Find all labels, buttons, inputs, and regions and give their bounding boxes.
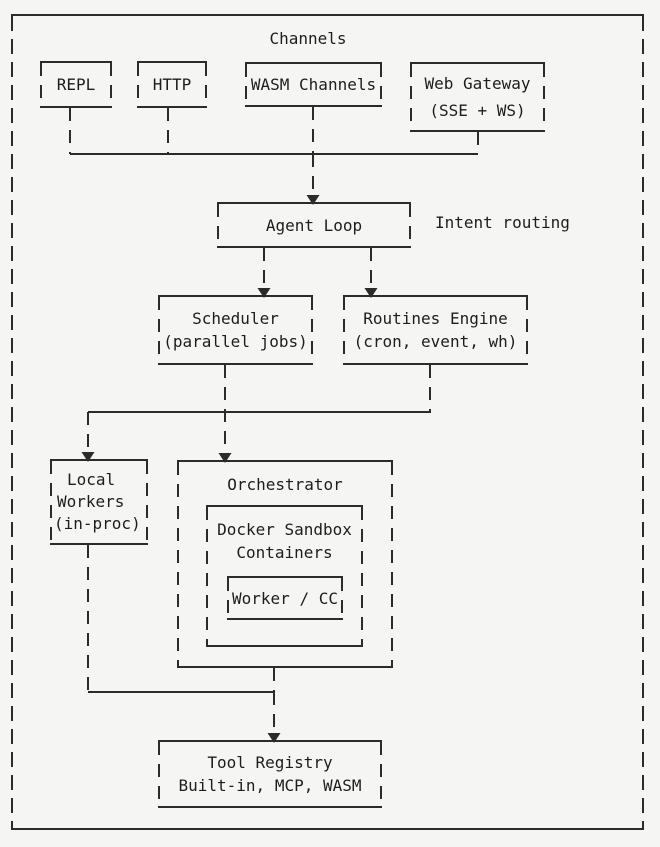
node-scheduler: Scheduler (parallel jobs): [158, 295, 313, 365]
node-local-workers-line3: (in-proc): [54, 514, 141, 533]
node-wasm-channels: WASM Channels: [245, 62, 382, 107]
intent-routing-label: Intent routing: [435, 213, 570, 232]
channels-frame-label: Channels: [269, 29, 347, 48]
arrow-agent-loop: [306, 195, 320, 205]
node-agent-loop: Agent Loop: [217, 202, 411, 248]
node-web-gateway: Web Gateway (SSE + WS): [410, 62, 545, 132]
node-tool-registry-line2: Built-in, MCP, WASM: [178, 776, 362, 795]
node-local-workers-line1: Local: [67, 470, 116, 489]
node-repl: REPL: [40, 61, 112, 108]
node-local-workers: Local Workers (in-proc): [50, 459, 148, 545]
node-routines-engine-line2: (cron, event, wh): [353, 332, 518, 351]
node-web-gateway-line2: (SSE + WS): [429, 101, 526, 120]
node-tool-registry: Tool Registry Built-in, MCP, WASM: [158, 740, 382, 808]
node-tool-registry-line1: Tool Registry: [207, 753, 333, 772]
node-scheduler-line2: (parallel jobs): [163, 332, 308, 351]
node-orchestrator-label: Orchestrator: [227, 475, 343, 494]
node-worker-cc: Worker / CC: [227, 576, 343, 620]
node-wasm-channels-label: WASM Channels: [250, 75, 377, 94]
node-docker-sandbox-line2: Containers: [236, 543, 333, 562]
node-web-gateway-line1: Web Gateway: [424, 74, 531, 93]
arrow-scheduler: [257, 288, 271, 298]
node-http-label: HTTP: [152, 75, 192, 94]
arrow-orchestrator: [218, 453, 232, 463]
arrow-local-workers: [81, 452, 95, 462]
node-scheduler-line1: Scheduler: [192, 309, 279, 328]
arrow-tool-registry: [267, 733, 281, 743]
node-repl-label: REPL: [56, 75, 96, 94]
node-docker-sandbox-line1: Docker Sandbox: [217, 520, 352, 539]
node-worker-cc-label: Worker / CC: [232, 588, 338, 608]
node-routines-engine: Routines Engine (cron, event, wh): [343, 295, 528, 365]
node-http: HTTP: [137, 61, 207, 108]
node-routines-engine-line1: Routines Engine: [363, 309, 508, 328]
node-agent-loop-label: Agent Loop: [265, 215, 363, 235]
node-local-workers-line2: Workers: [57, 492, 125, 511]
arrow-routines: [364, 288, 378, 298]
